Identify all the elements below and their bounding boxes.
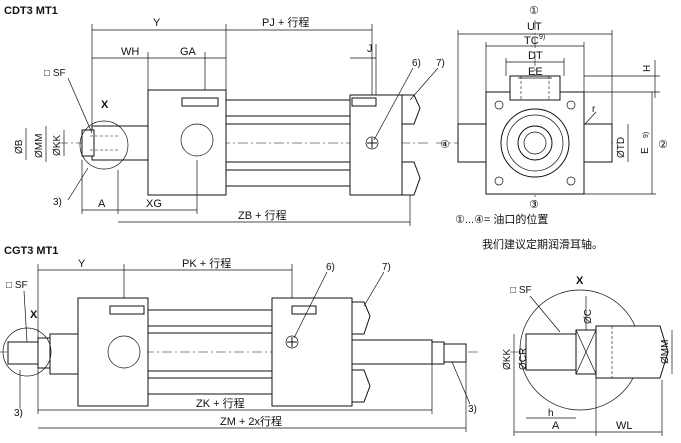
dim-a-detail: A bbox=[552, 420, 560, 432]
label-sf-bottom: □ SF bbox=[6, 280, 28, 291]
note-3-bottom-right: 3) bbox=[468, 404, 477, 415]
dim-ee: EE bbox=[528, 66, 543, 78]
dim-wh: WH bbox=[121, 46, 139, 58]
dim-h: H bbox=[642, 65, 653, 72]
dim-ut: UT bbox=[527, 21, 542, 33]
dim-zk: ZK + 行程 bbox=[196, 397, 245, 410]
dim-oc: ØC bbox=[583, 309, 594, 324]
note-6: 6) bbox=[412, 58, 421, 69]
lubrication-note: 我们建议定期润滑耳轴。 bbox=[482, 237, 603, 251]
note-6-bottom: 6) bbox=[326, 262, 335, 273]
label-sf: □ SF bbox=[44, 68, 66, 79]
label-x: X bbox=[101, 99, 109, 111]
dim-r: r bbox=[592, 104, 596, 115]
detail-x-view: X □ SF ØC ØKK ØCR ØMM h A WL bbox=[502, 275, 673, 436]
dim-dt: DT bbox=[528, 50, 543, 62]
note-7: 7) bbox=[436, 58, 445, 69]
port-2: ② bbox=[658, 139, 668, 151]
cgt3-side-view: Y PK + 行程 6) 7) □ SF X 3) 3) ZK + 行程 ZM … bbox=[0, 257, 480, 432]
dim-y-bottom: Y bbox=[78, 258, 86, 270]
port-1: ① bbox=[529, 5, 539, 17]
note-3-bottom-left: 3) bbox=[14, 408, 23, 419]
port-4: ④ bbox=[440, 139, 450, 151]
detail-sf-label: □ SF bbox=[510, 285, 532, 296]
dim-e-note: 9) bbox=[643, 132, 650, 138]
dim-wl: WL bbox=[616, 420, 633, 432]
note-7-bottom: 7) bbox=[382, 262, 391, 273]
dim-tc-note: 9) bbox=[539, 34, 545, 41]
oil-port-position-note: ①...④= 油口的位置 bbox=[455, 212, 548, 226]
title-cgt3: CGT3 MT1 bbox=[4, 245, 58, 257]
dim-a-top: A bbox=[98, 198, 106, 210]
dim-j: J bbox=[367, 43, 373, 55]
note-3-top: 3) bbox=[53, 197, 62, 208]
dim-omm-detail: ØMM bbox=[660, 340, 671, 364]
dim-ob: ØB bbox=[14, 139, 25, 154]
dim-zm: ZM + 2x行程 bbox=[220, 415, 282, 428]
dim-ga: GA bbox=[180, 46, 197, 58]
cdt3-end-view: ① UT TC 9) DT EE H r ② ④ ØTD E bbox=[436, 5, 668, 251]
port-3: ③ bbox=[529, 199, 539, 211]
title-cdt3: CDT3 MT1 bbox=[4, 5, 58, 17]
dim-y: Y bbox=[153, 17, 161, 29]
detail-x-label: X bbox=[576, 275, 584, 287]
dim-omm: ØMM bbox=[34, 134, 45, 158]
dim-h-detail: h bbox=[548, 408, 554, 419]
dim-okk: ØKK bbox=[52, 135, 63, 156]
dim-pk: PK + 行程 bbox=[182, 257, 231, 270]
dim-ocr: ØCR bbox=[518, 348, 529, 370]
dim-zb: ZB + 行程 bbox=[238, 209, 287, 222]
cdt3-side-view: Y PJ + 行程 WH GA J 6) 7) □ SF X ØB ØMM ØK… bbox=[14, 16, 445, 226]
dim-otd: ØTD bbox=[616, 137, 627, 158]
dim-pj: PJ + 行程 bbox=[262, 16, 309, 29]
dim-okk-detail: ØKK bbox=[502, 349, 513, 370]
dim-e: E bbox=[640, 147, 651, 154]
label-x-bottom: X bbox=[30, 309, 38, 321]
dim-xg: XG bbox=[146, 198, 162, 210]
dim-tc: TC bbox=[524, 35, 539, 47]
